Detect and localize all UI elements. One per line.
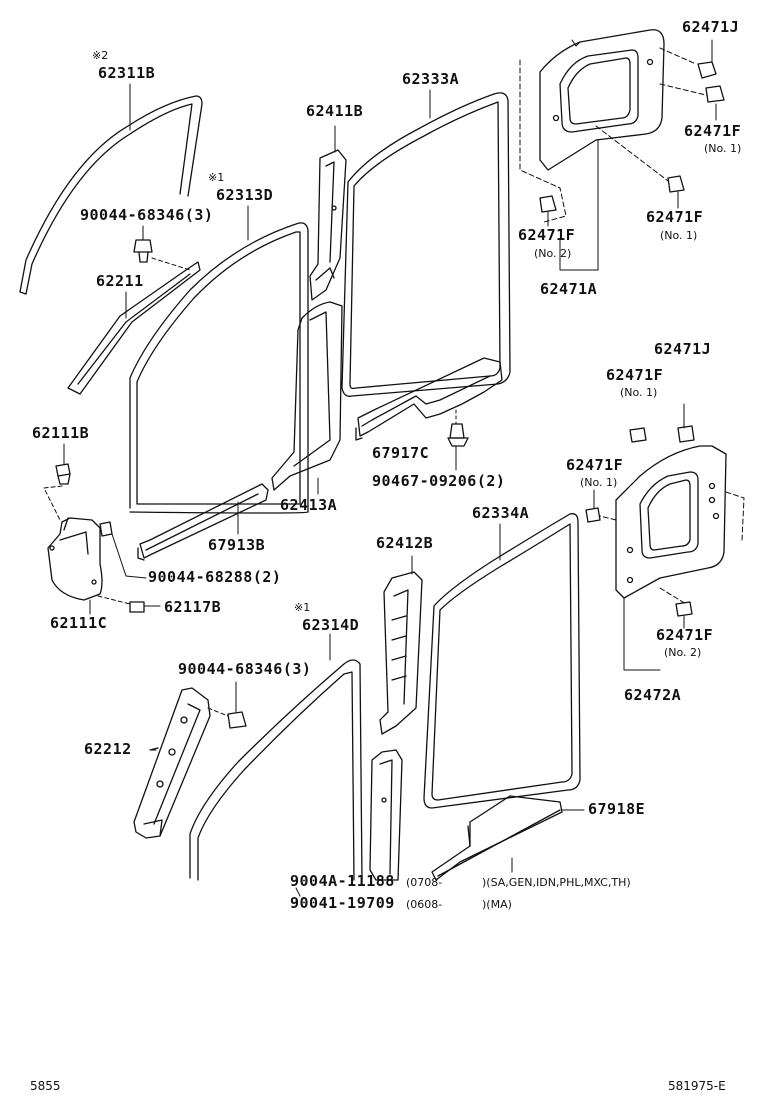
label-67917c[interactable]: 67917C	[372, 444, 430, 462]
label-62111c[interactable]: 62111C	[50, 614, 108, 632]
label-62314d[interactable]: 62314D	[302, 616, 360, 634]
label-62471j-top[interactable]: 62471J	[682, 18, 740, 36]
clip-90467-09206	[447, 409, 469, 447]
apps-90041-19709: )(MA)	[482, 898, 512, 911]
scuff-67918e	[431, 795, 563, 881]
footer-left-code: 5855	[30, 1079, 61, 1093]
note-62471f-tr2: (No. 1)	[660, 229, 698, 242]
label-62311b[interactable]: 62311B	[98, 64, 156, 82]
clip-90044-68346-top	[133, 225, 191, 271]
label-90467-09206[interactable]: 90467-09206(2)	[372, 472, 506, 490]
label-62471f-tr3[interactable]: 62471F	[518, 226, 576, 244]
note-62471f-m3: (No. 2)	[664, 646, 702, 659]
cowl-62111c	[47, 517, 103, 601]
clip-62111b	[43, 443, 71, 521]
label-90044-68346-top[interactable]: 90044-68346(3)	[80, 206, 214, 224]
label-67913b[interactable]: 67913B	[208, 536, 266, 554]
label-62471f-m3[interactable]: 62471F	[656, 626, 714, 644]
pillar-62411b	[309, 149, 347, 301]
mark-62313d: ※1	[208, 171, 225, 184]
footer-right-code: 581975-E	[668, 1079, 726, 1093]
trim-62211	[67, 261, 201, 395]
scuff-67913b	[137, 483, 269, 561]
label-62333a[interactable]: 62333A	[402, 70, 460, 88]
moulding-62311b	[19, 95, 203, 295]
label-62411b[interactable]: 62411B	[306, 102, 364, 120]
label-62471f-tr1[interactable]: 62471F	[684, 122, 742, 140]
seal-62333a	[341, 92, 511, 397]
pillar-lower	[369, 749, 403, 881]
label-90044-68288[interactable]: 90044-68288(2)	[148, 568, 282, 586]
date-90041-19709: (0608-	[406, 898, 443, 911]
clip-90044-68346-bot	[207, 681, 247, 729]
clip-90044-68288	[99, 521, 147, 579]
label-62334a[interactable]: 62334A	[472, 504, 530, 522]
note-62471f-m1: (No. 1)	[620, 386, 658, 399]
mark-62311b: ※2	[92, 49, 109, 62]
pillar-62413a	[271, 301, 343, 491]
note-62471f-tr3: (No. 2)	[534, 247, 572, 260]
screw-62117b	[97, 595, 161, 613]
scuff-67917c	[355, 357, 503, 441]
label-62471f-tr2[interactable]: 62471F	[646, 208, 704, 226]
panel-62472a	[599, 445, 745, 605]
weatherstrip-62313d	[129, 222, 309, 514]
label-62472a[interactable]: 62472A	[624, 686, 682, 704]
label-9004a-11188[interactable]: 9004A-11188	[290, 872, 395, 890]
label-62471a[interactable]: 62471A	[540, 280, 598, 298]
pillar-62412b	[379, 571, 423, 735]
apps-9004a-11188: )(SA,GEN,IDN,PHL,MXC,TH)	[482, 876, 631, 889]
mark-62314d: ※1	[294, 601, 311, 614]
label-62111b[interactable]: 62111B	[32, 424, 90, 442]
clips-62471-top	[539, 61, 725, 213]
note-62471f-m2: (No. 1)	[580, 476, 618, 489]
label-62471j-mid[interactable]: 62471J	[654, 340, 712, 358]
label-90041-19709[interactable]: 90041-19709	[290, 894, 395, 912]
clips-62471-mid	[585, 425, 695, 617]
weatherstrip-62314d	[189, 659, 363, 881]
note-62471f-tr1: (No. 1)	[704, 142, 742, 155]
trim-62212	[133, 687, 211, 839]
label-62313d[interactable]: 62313D	[216, 186, 274, 204]
label-62117b[interactable]: 62117B	[164, 598, 222, 616]
label-62471f-m2[interactable]: 62471F	[566, 456, 624, 474]
label-62413a[interactable]: 62413A	[280, 496, 338, 514]
label-62471f-m1[interactable]: 62471F	[606, 366, 664, 384]
label-90044-68346-bot[interactable]: 90044-68346(3)	[178, 660, 312, 678]
label-62412b[interactable]: 62412B	[376, 534, 434, 552]
label-62211[interactable]: 62211	[96, 272, 144, 290]
label-62212[interactable]: 62212	[84, 740, 132, 758]
label-67918e[interactable]: 67918E	[588, 800, 646, 818]
panel-62471a	[519, 29, 711, 223]
seal-62334a	[423, 513, 581, 809]
date-9004a-11188: (0708-	[406, 876, 443, 889]
